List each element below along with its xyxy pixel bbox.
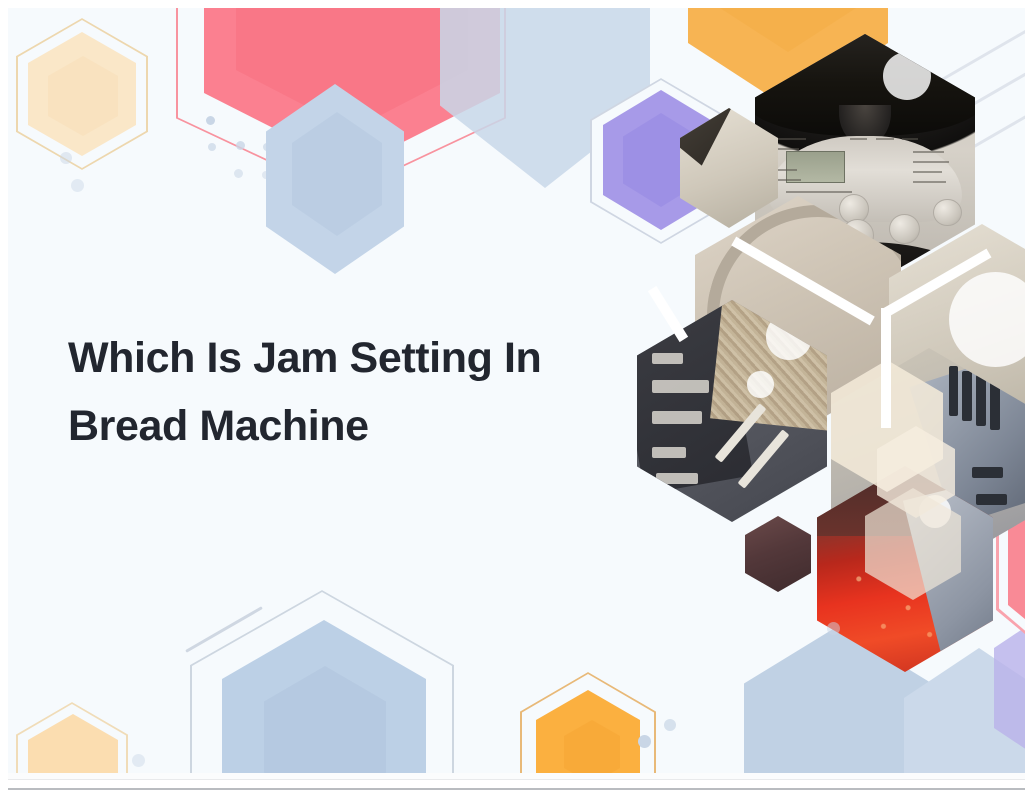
decor-dot xyxy=(60,152,72,164)
frame-edge-bottom xyxy=(0,779,1027,790)
decor-dot xyxy=(206,116,215,125)
frame-edge-left xyxy=(0,0,8,790)
hexagon-cream-top-left-inner xyxy=(48,56,118,136)
decor-circle xyxy=(747,371,774,398)
bread-machine-photo-collage xyxy=(627,8,1027,708)
decor-dot xyxy=(236,141,245,150)
article-hero-card: Which Is Jam Setting In Bread Machine xyxy=(8,8,1027,773)
decor-circle xyxy=(948,271,1027,367)
decor-dot xyxy=(827,622,840,635)
page-title-line-1: Which Is Jam Setting In xyxy=(68,334,542,382)
hero-title-block: Which Is Jam Setting In Bread Machine xyxy=(68,324,648,460)
decor-dot xyxy=(664,719,676,731)
hexagon-blue-top-inner xyxy=(292,112,382,236)
page-title-line-2: Bread Machine xyxy=(68,402,369,450)
frame-edge-top xyxy=(0,0,1027,8)
collage-gap xyxy=(647,285,689,343)
collage-gap xyxy=(881,308,891,428)
decor-dot xyxy=(71,179,84,192)
frame-edge-right xyxy=(1025,0,1027,790)
photo-jam-closeup xyxy=(745,516,811,592)
decor-circle xyxy=(882,51,931,101)
decor-dot xyxy=(132,754,145,767)
page-title: Which Is Jam Setting In Bread Machine xyxy=(68,324,648,460)
decor-dot xyxy=(208,143,216,151)
decor-dot xyxy=(234,169,243,178)
decor-dot xyxy=(638,735,651,748)
